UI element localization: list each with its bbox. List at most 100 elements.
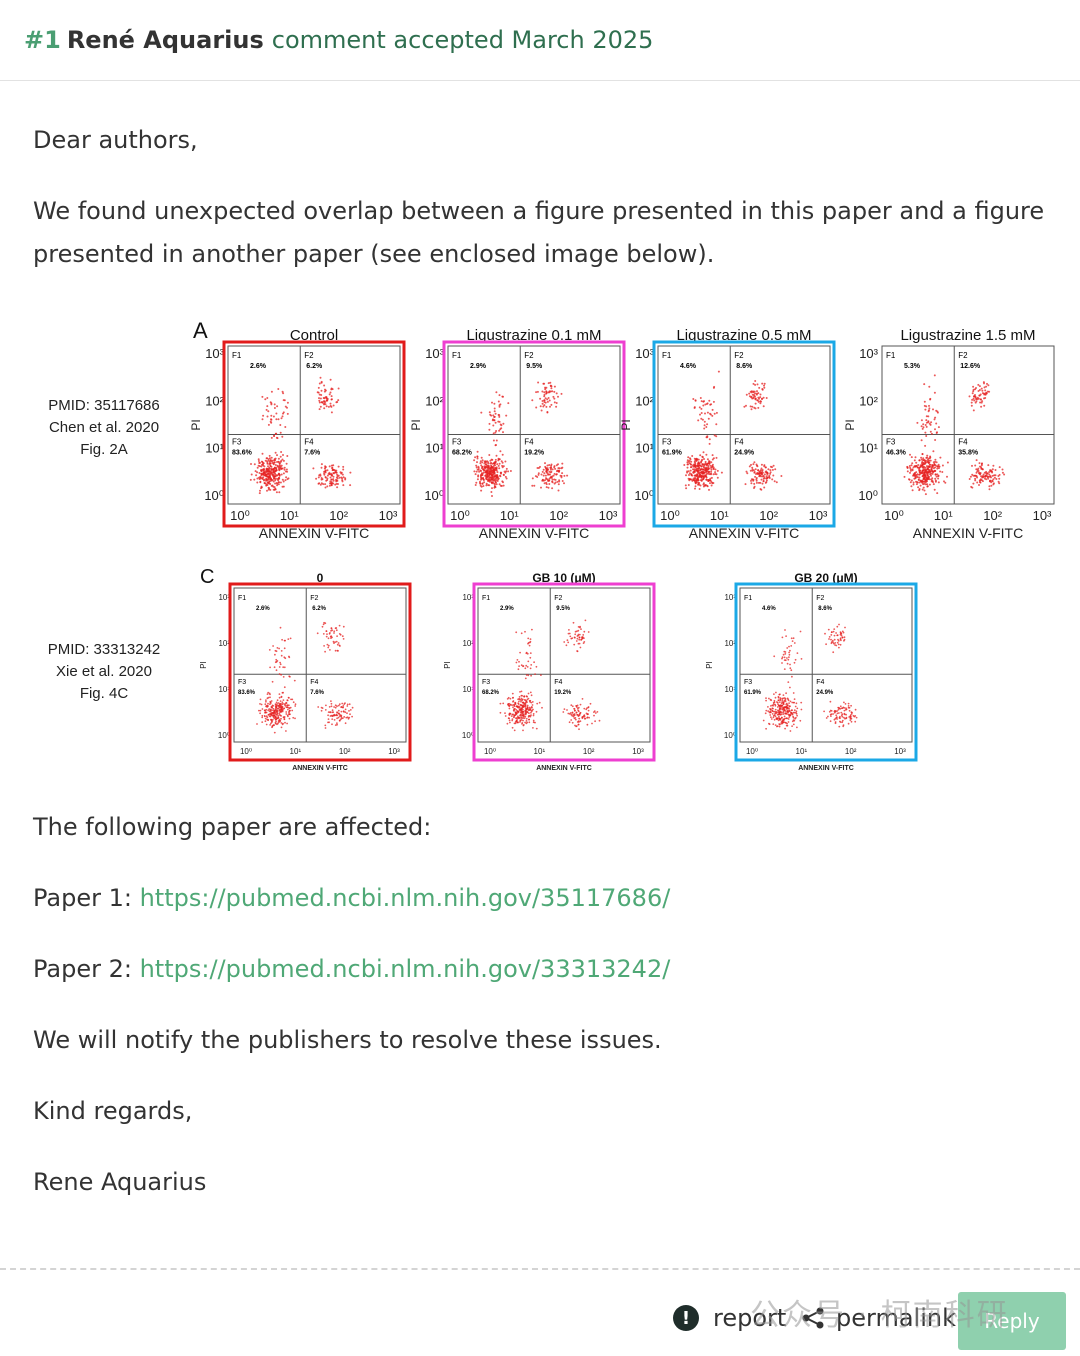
- permalink-button[interactable]: permalink: [800, 1304, 956, 1332]
- scatter-dot: [986, 472, 989, 475]
- scatter-dot: [530, 711, 532, 714]
- report-button[interactable]: ! report: [673, 1304, 786, 1332]
- scatter-dot: [280, 417, 283, 420]
- scatter-dot: [273, 475, 276, 478]
- scatter-dot: [932, 461, 935, 464]
- scatter-dot: [925, 419, 928, 422]
- scatter-dot: [591, 722, 593, 725]
- scatter-dot: [923, 476, 926, 479]
- source-label-2: Fig. 2A: [80, 441, 128, 458]
- scatter-dot: [274, 451, 277, 454]
- signature: Rene Aquarius: [33, 1168, 207, 1196]
- scatter-dot: [688, 474, 690, 476]
- scatter-dot: [932, 464, 934, 467]
- scatter-dot: [491, 487, 493, 490]
- scatter-dot: [765, 481, 768, 483]
- comment-author[interactable]: René Aquarius: [66, 26, 264, 54]
- scatter-dot: [280, 726, 283, 729]
- scatter-dot: [795, 711, 797, 714]
- scatter-dot: [849, 717, 852, 720]
- scatter-dot: [786, 704, 789, 707]
- y-tick-label: 10¹: [859, 441, 878, 456]
- scatter-dot: [687, 470, 690, 473]
- scatter-dot: [530, 694, 533, 697]
- scatter-dot: [972, 409, 975, 412]
- plot-frame: [881, 345, 1055, 505]
- scatter-dot: [506, 722, 509, 725]
- scatter-dot: [778, 701, 781, 703]
- scatter-dot: [920, 439, 923, 442]
- scatter-dot: [925, 405, 928, 408]
- scatter-dot: [286, 401, 289, 404]
- scatter-dot: [320, 394, 323, 396]
- scatter-dot: [280, 451, 283, 453]
- scatter-dot: [509, 703, 512, 706]
- scatter-dot: [267, 459, 270, 462]
- scatter-dot: [278, 708, 281, 711]
- scatter-dot: [833, 628, 836, 630]
- highlight-box: [228, 582, 412, 762]
- reply-button[interactable]: Reply: [958, 1292, 1066, 1350]
- scatter-dot: [476, 457, 479, 460]
- scatter-dot: [282, 676, 285, 678]
- scatter-dot: [707, 479, 710, 481]
- scatter-dot: [335, 401, 338, 404]
- scatter-dot: [701, 468, 704, 471]
- scatter-dot: [769, 698, 772, 701]
- scatter-dot: [758, 386, 761, 389]
- scatter-dot: [929, 470, 931, 473]
- scatter-dot: [531, 399, 534, 402]
- scatter-dot: [282, 399, 285, 402]
- scatter-dot: [273, 486, 276, 489]
- scatter-dot: [335, 479, 338, 482]
- scatter-dot: [577, 723, 580, 726]
- scatter-dot: [272, 488, 275, 491]
- scatter-dot: [793, 709, 796, 712]
- scatter-dot: [320, 389, 323, 392]
- scatter-dot: [848, 709, 851, 712]
- scatter-dot: [557, 395, 559, 398]
- scatter-dot: [834, 710, 837, 713]
- scatter-dot: [926, 485, 929, 488]
- scatter-dot: [970, 485, 973, 488]
- scatter-dot: [939, 470, 942, 473]
- scatter-dot: [488, 470, 491, 472]
- scatter-dot: [270, 456, 273, 459]
- scatter-dot: [261, 721, 264, 723]
- scatter-dot: [514, 714, 516, 717]
- scatter-dot: [500, 471, 503, 474]
- quadrant-value-f4: 24.9%: [816, 690, 834, 696]
- scatter-dot: [269, 488, 272, 491]
- scatter-dot: [785, 635, 787, 637]
- y-tick-label: 10¹: [218, 685, 230, 694]
- scatter-dot: [479, 480, 481, 483]
- scatter-dot: [969, 475, 972, 478]
- scatter-dot: [823, 710, 825, 713]
- scatter-dot: [548, 483, 551, 485]
- scatter-dot: [567, 632, 570, 635]
- scatter-dot: [929, 398, 932, 401]
- paper1-link[interactable]: https://pubmed.ncbi.nlm.nih.gov/35117686…: [139, 884, 671, 912]
- scatter-dot: [532, 719, 535, 722]
- scatter-dot: [281, 478, 284, 481]
- scatter-dot: [338, 624, 341, 627]
- scatter-dot: [261, 714, 264, 717]
- scatter-dot: [518, 697, 521, 700]
- scatter-dot: [323, 384, 326, 387]
- scatter-dot: [487, 461, 490, 464]
- scatter-dot: [787, 711, 790, 714]
- scatter-dot: [327, 646, 330, 649]
- scatter-dot: [539, 397, 542, 400]
- scatter-dot: [934, 428, 936, 431]
- scatter-dot: [754, 392, 756, 395]
- scatter-dot: [782, 719, 785, 721]
- quadrant-label-f2: F2: [310, 595, 318, 602]
- scatter-dot: [782, 697, 785, 700]
- paper2-link[interactable]: https://pubmed.ncbi.nlm.nih.gov/33313242…: [139, 955, 671, 983]
- scatter-dot: [275, 705, 278, 708]
- scatter-dot: [975, 471, 978, 474]
- scatter-dot: [770, 705, 772, 707]
- scatter-dot: [836, 710, 839, 712]
- scatter-dot: [274, 649, 277, 652]
- scatter-dot: [545, 392, 548, 394]
